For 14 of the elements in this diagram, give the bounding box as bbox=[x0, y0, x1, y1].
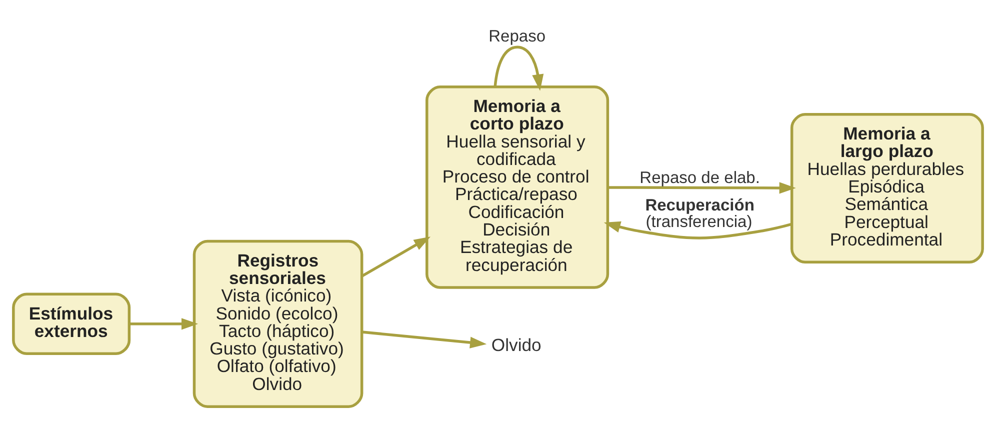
node-box: Memoria a corto plazo Huella sensorial y codificada Proceso de control Práctica/repaso Codificación Decisión Estrategias de recuperación bbox=[426, 85, 610, 289]
edge-label: Repaso bbox=[488, 26, 546, 46]
arrow bbox=[361, 236, 430, 278]
arrow bbox=[129, 318, 198, 330]
edge-label: Recuperación (transferencia) bbox=[645, 195, 754, 231]
node-box: Estímulos externos bbox=[12, 292, 131, 356]
arrow bbox=[604, 221, 792, 240]
node-box: Registros sensoriales Vista (icónico) Sonido (ecolco) Tacto (háptico) Gusto (gustativo) Olfato (olfativo) Olvido bbox=[192, 240, 364, 408]
node-box: Memoria a largo plazo Huellas perdurables Episódica Semántica Perceptual Procedimental bbox=[790, 113, 984, 264]
arrow bbox=[608, 182, 796, 194]
node-text: Olvido bbox=[491, 335, 542, 356]
edge-label: Repaso de elab. bbox=[640, 168, 760, 187]
arrow bbox=[362, 330, 487, 348]
arrow bbox=[494, 46, 544, 91]
